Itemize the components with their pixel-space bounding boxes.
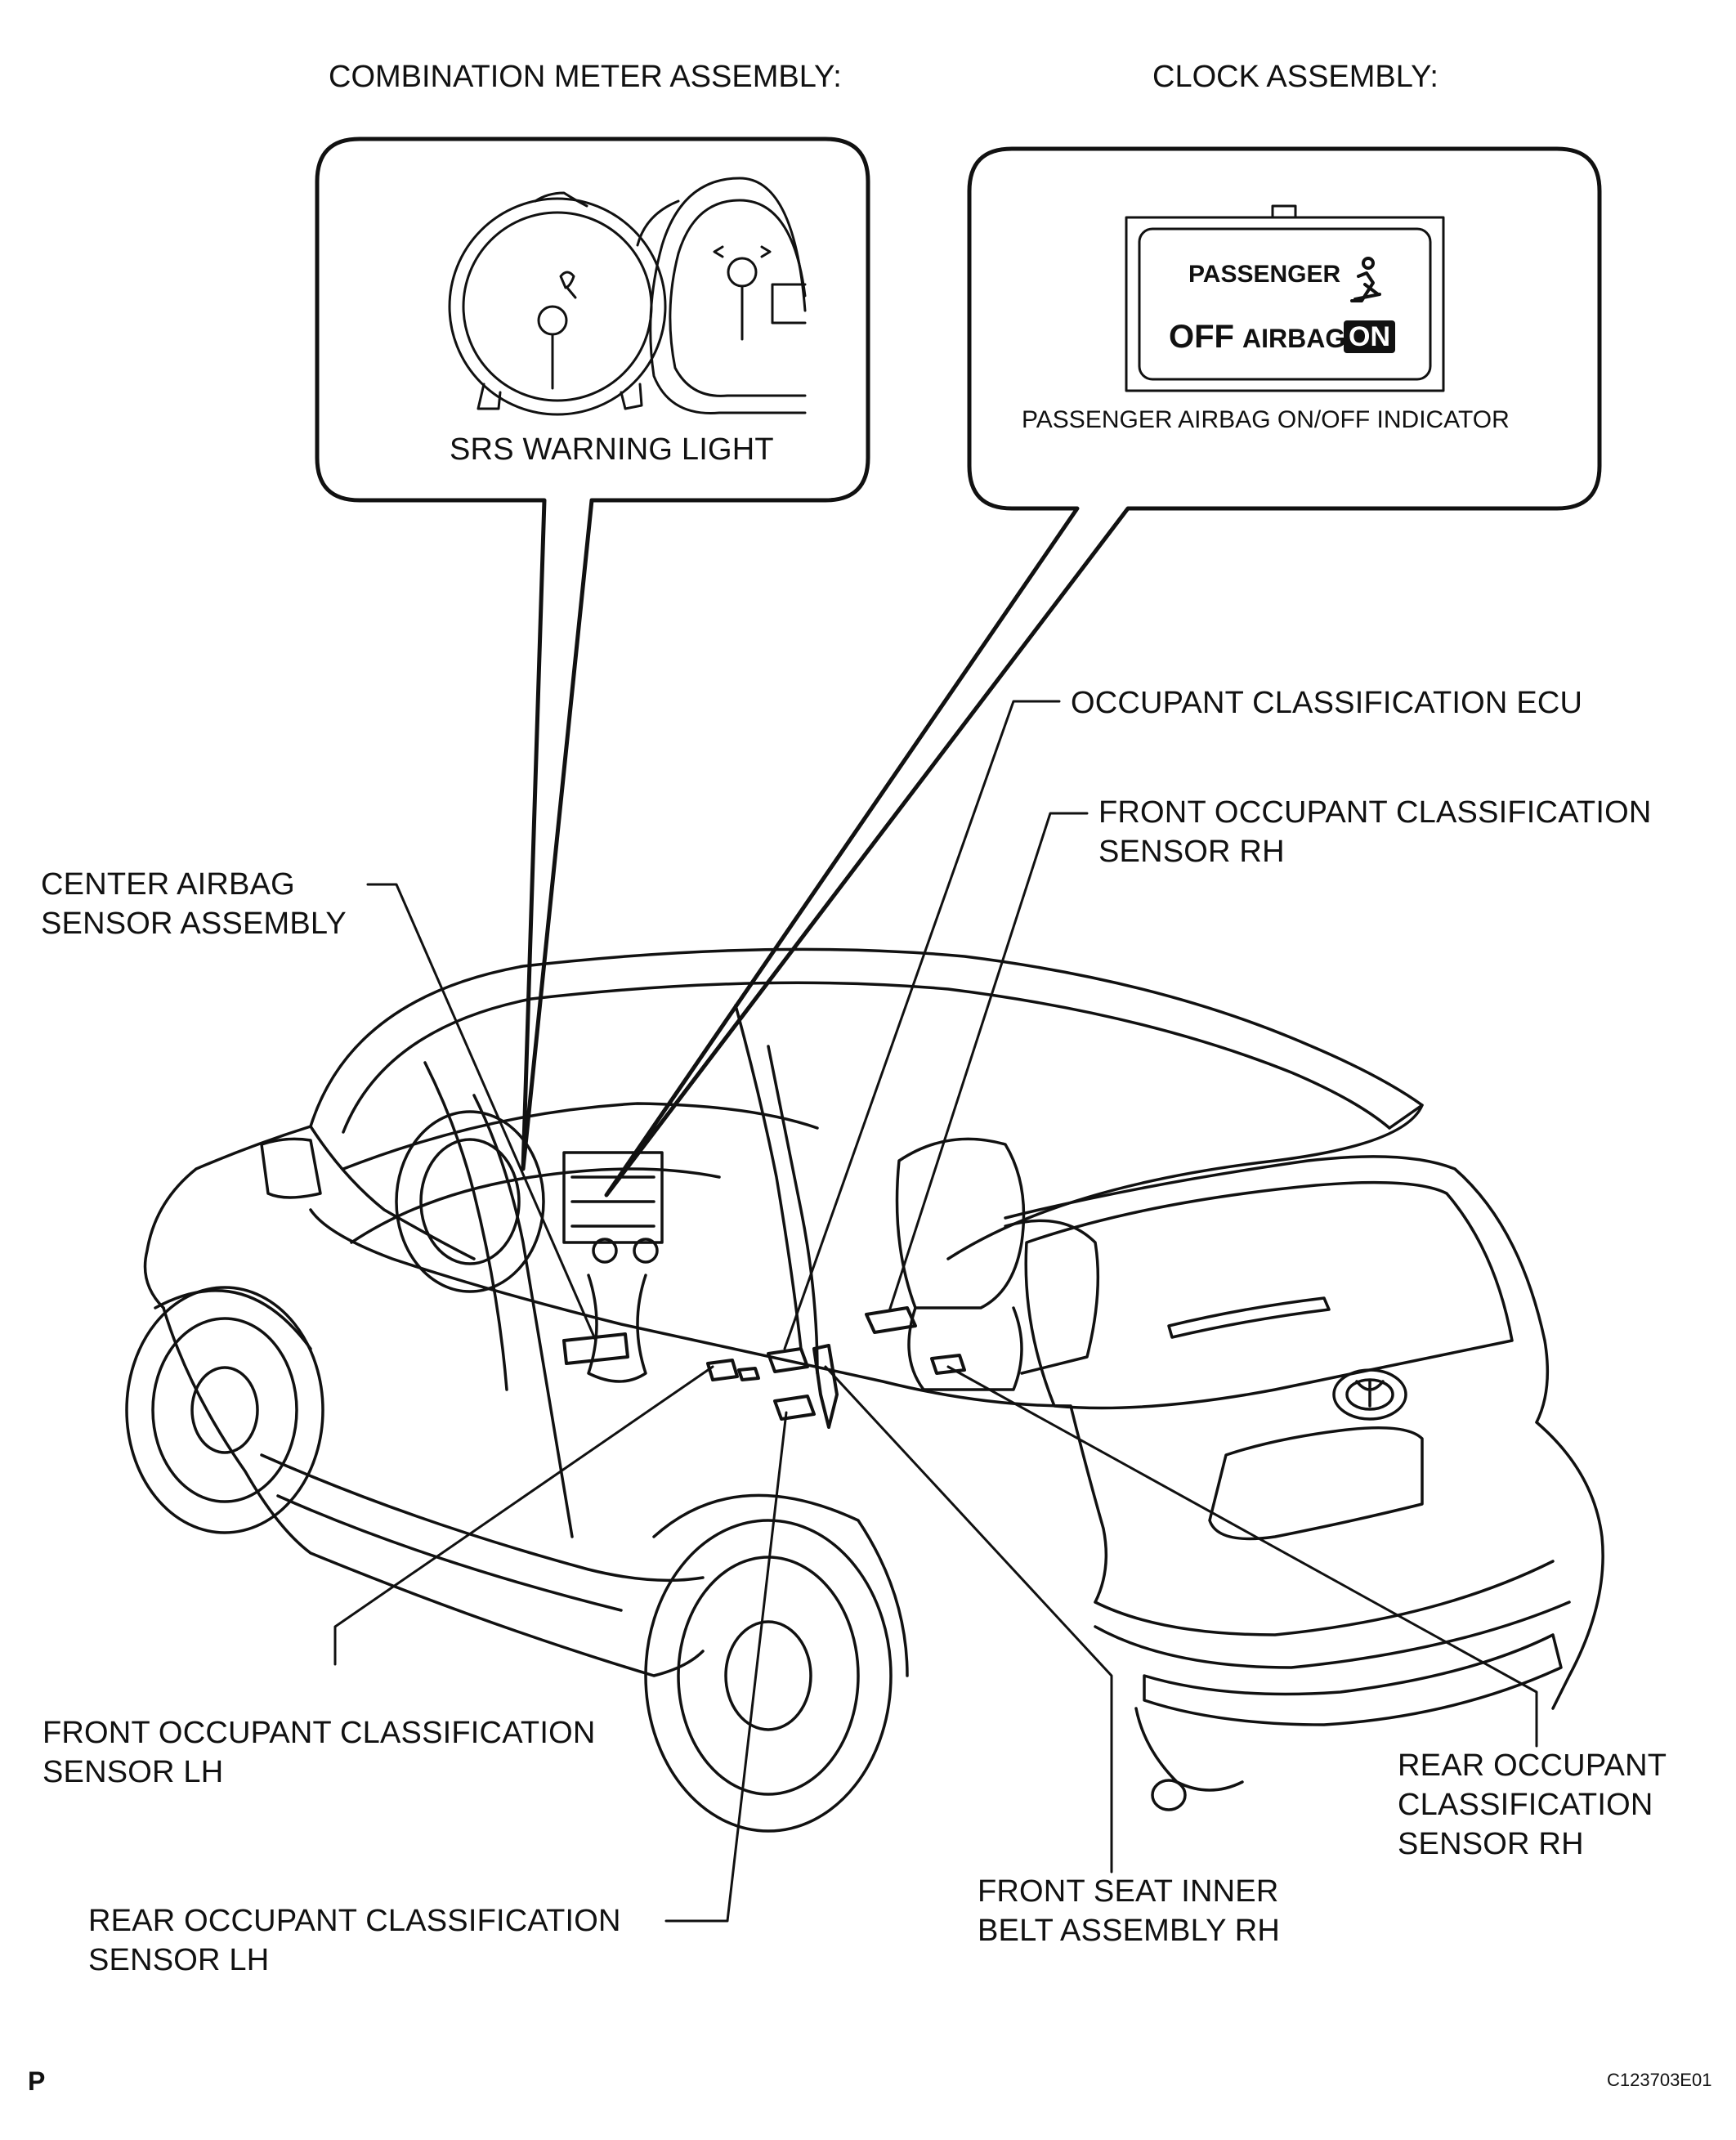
leader-front-lh (333, 1365, 714, 1666)
seatbelt-icon (1350, 257, 1381, 302)
rear-seat (1004, 1219, 1100, 1375)
leader-center-airbag (366, 883, 597, 1341)
leader-occupant-ecu (783, 700, 1061, 1350)
leader-belt-rh (824, 1365, 1113, 1874)
airbag-indicator-label: PASSENGER AIRBAG ON/OFF INDICATOR (1022, 406, 1510, 433)
display-passenger-text: PASSENGER (1188, 261, 1341, 288)
clock-inset (604, 146, 1602, 1198)
combination-meter-header: COMBINATION METER ASSEMBLY: (329, 60, 842, 94)
display-airbag-text: AIRBAG (1242, 324, 1346, 353)
clock-assembly-header: CLOCK ASSEMBLY: (1152, 60, 1438, 94)
meter-gauges-icon (448, 177, 807, 416)
center-airbag-sensor-icon (562, 1332, 629, 1365)
front-passenger-seat (895, 1137, 1026, 1310)
vehicle-body (125, 947, 1604, 1833)
rear-sensor-lh-icon (773, 1395, 816, 1421)
occupant-ecu-label: OCCUPANT CLASSIFICATION ECU (1071, 686, 1583, 720)
occupant-ecu-icon (767, 1347, 809, 1373)
display-on-text: ON (1344, 320, 1395, 353)
srs-warning-light-label: SRS WARNING LIGHT (450, 432, 774, 467)
clock-display-frame (1125, 216, 1445, 392)
meter-inset (315, 137, 870, 1171)
display-off-text: OFF (1169, 319, 1234, 355)
rear-wheel (644, 1493, 909, 1833)
leader-lines (333, 700, 1538, 1923)
front-wheel (125, 1286, 324, 1534)
figure-code: C123703E01 (1607, 2070, 1712, 2090)
front-sensor-rh-icon (865, 1306, 917, 1334)
page-mark: P (28, 2066, 46, 2096)
leader-rear-rh (946, 1365, 1538, 1748)
leader-rear-lh (664, 1411, 788, 1923)
rear-sensor-rh-icon (930, 1354, 966, 1375)
meter-callout-box (315, 137, 870, 1171)
clock-callout-box (604, 146, 1602, 1198)
belt-buckle-icon (812, 1344, 839, 1429)
front-sensor-lh-icon (706, 1359, 760, 1381)
clock-display-screen (1138, 227, 1432, 381)
leader-front-rh (888, 812, 1089, 1313)
